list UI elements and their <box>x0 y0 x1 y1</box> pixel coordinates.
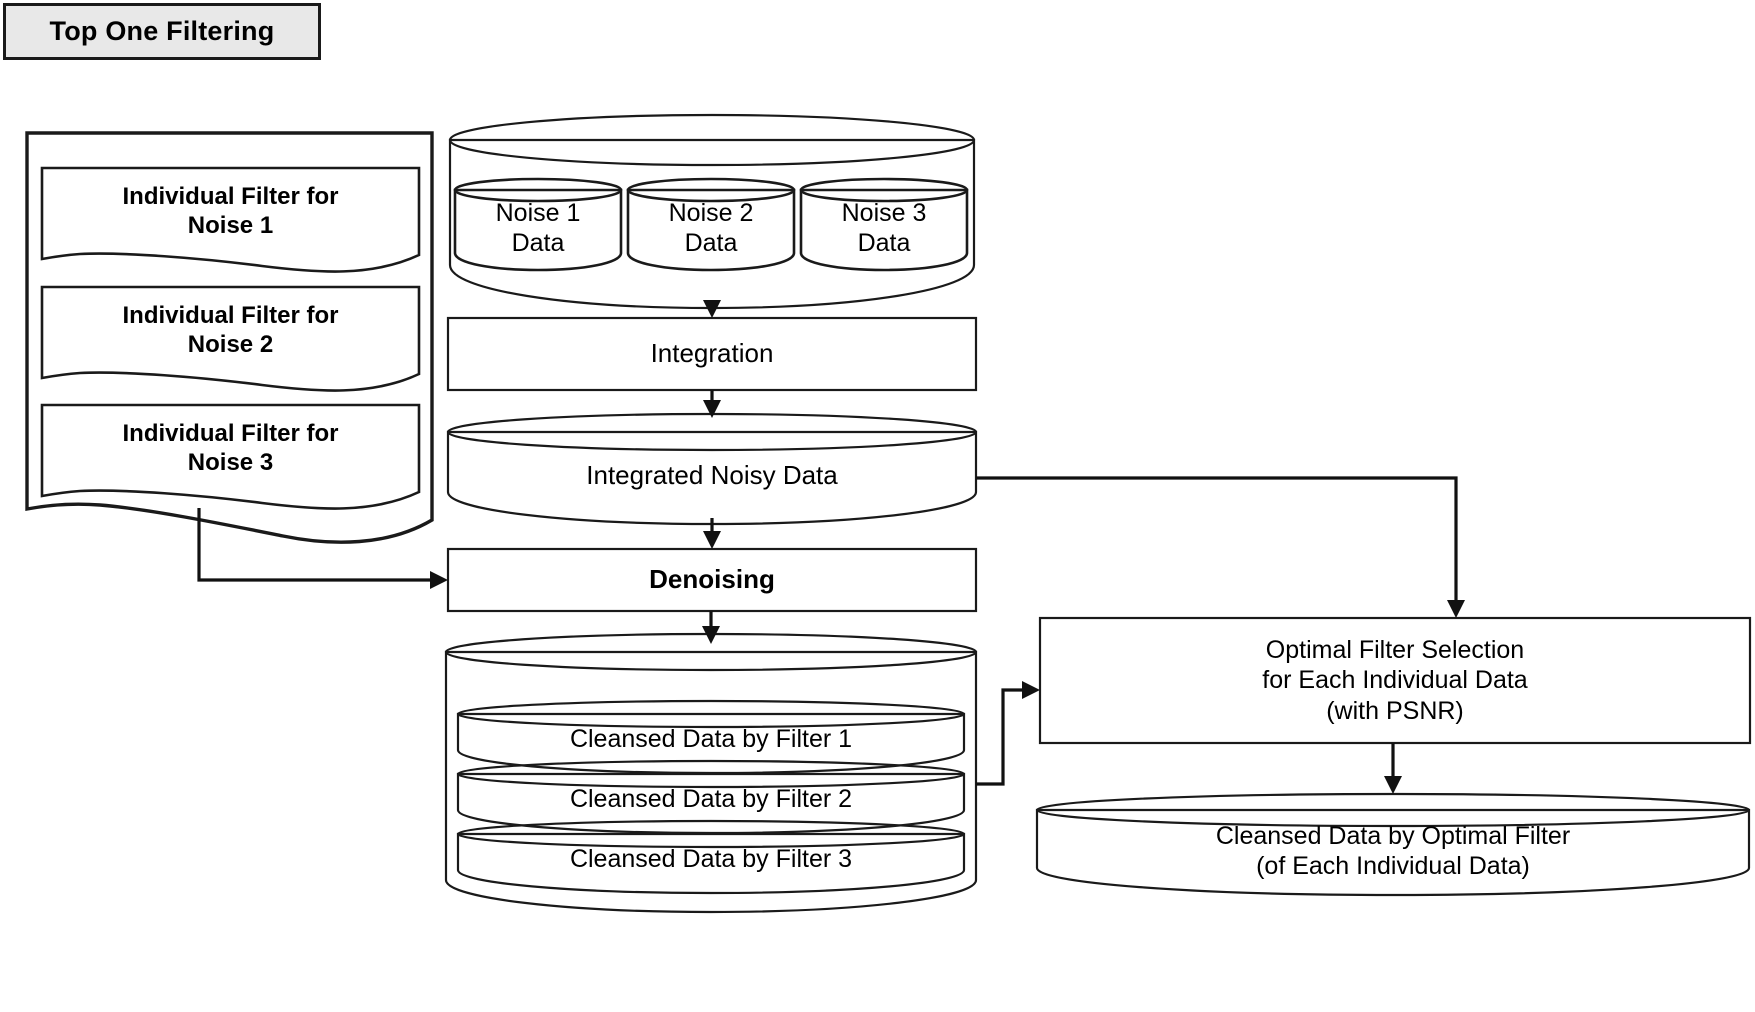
cleansed-stack-cylinder-top <box>444 632 978 672</box>
noise-data-label-2: Noise 2 Data <box>668 198 754 258</box>
cleansed-1-cylinder-top <box>456 699 966 729</box>
page-title: Top One Filtering <box>49 16 275 46</box>
optimal-result-label: Cleansed Data by Optimal Filter (of Each… <box>1215 821 1571 881</box>
diagram-title-chip: Top One Filtering <box>3 3 321 60</box>
integration-box <box>446 316 978 392</box>
cleansed-3-cylinder-body <box>456 832 966 895</box>
arrowhead-noisy-data <box>703 400 721 418</box>
connector-noisy-to-optimal <box>976 476 1458 604</box>
cleansed-stack-cylinder-body <box>444 650 978 914</box>
cleansed-label-1: Cleansed Data by Filter 1 <box>569 724 853 753</box>
connector-filters-to-denoising <box>197 508 434 582</box>
cleansed-2-cylinder-top <box>456 759 966 789</box>
cleansed-1-cylinder-body <box>456 712 966 775</box>
noise-store-cylinder-body <box>448 138 976 310</box>
noise-2-cylinder-top <box>626 177 796 203</box>
noise-3-cylinder-top <box>799 177 969 203</box>
cleansed-3-cylinder-top <box>456 819 966 849</box>
connector-cleansed-to-optimal <box>976 688 1026 786</box>
integrated-noisy-data-cylinder-top <box>446 412 978 452</box>
optimal-filter-selection-box <box>1038 616 1752 745</box>
noise-1-cylinder-body <box>453 188 623 272</box>
integrated-noisy-data-cylinder-body <box>446 430 978 526</box>
cleansed-2-cylinder-body <box>456 772 966 835</box>
arrowhead-integration <box>703 300 721 318</box>
noise-2-cylinder-body <box>626 188 796 272</box>
arrowhead-cleansed-stack <box>702 626 720 644</box>
denoising-label: Denoising <box>649 564 775 595</box>
arrowhead-result <box>1384 776 1402 794</box>
optimal-result-cylinder-top <box>1035 792 1751 828</box>
optimal-filter-selection-label: Optimal Filter Selection for Each Indivi… <box>1262 635 1528 725</box>
filter-shape-noise-1 <box>40 166 421 273</box>
integration-label: Integration <box>650 338 774 369</box>
arrowhead-denoising <box>703 531 721 549</box>
noise-3-cylinder-body <box>799 188 969 272</box>
integrated-noisy-data-label: Integrated Noisy Data <box>586 460 838 491</box>
filter-label-noise-3: Individual Filter for Noise 3 <box>122 419 339 476</box>
noise-1-cylinder-top <box>453 177 623 203</box>
cleansed-label-3: Cleansed Data by Filter 3 <box>569 844 853 873</box>
filter-label-noise-2: Individual Filter for Noise 2 <box>122 301 339 358</box>
arrowhead-optimal-left <box>1022 681 1040 699</box>
cleansed-label-2: Cleansed Data by Filter 2 <box>569 784 853 813</box>
filter-shape-noise-3 <box>40 403 421 510</box>
noise-data-label-3: Noise 3 Data <box>841 198 927 258</box>
optimal-result-cylinder-body <box>1035 808 1751 897</box>
denoising-box <box>446 547 978 613</box>
noise-store-cylinder-top <box>448 113 976 167</box>
filter-panel-outline <box>25 131 434 544</box>
filter-label-noise-1: Individual Filter for Noise 1 <box>122 182 339 239</box>
arrowhead-denoising-left <box>430 571 448 589</box>
arrowhead-optimal-top <box>1447 600 1465 618</box>
noise-data-label-1: Noise 1 Data <box>495 198 581 258</box>
filter-shape-noise-2 <box>40 285 421 392</box>
